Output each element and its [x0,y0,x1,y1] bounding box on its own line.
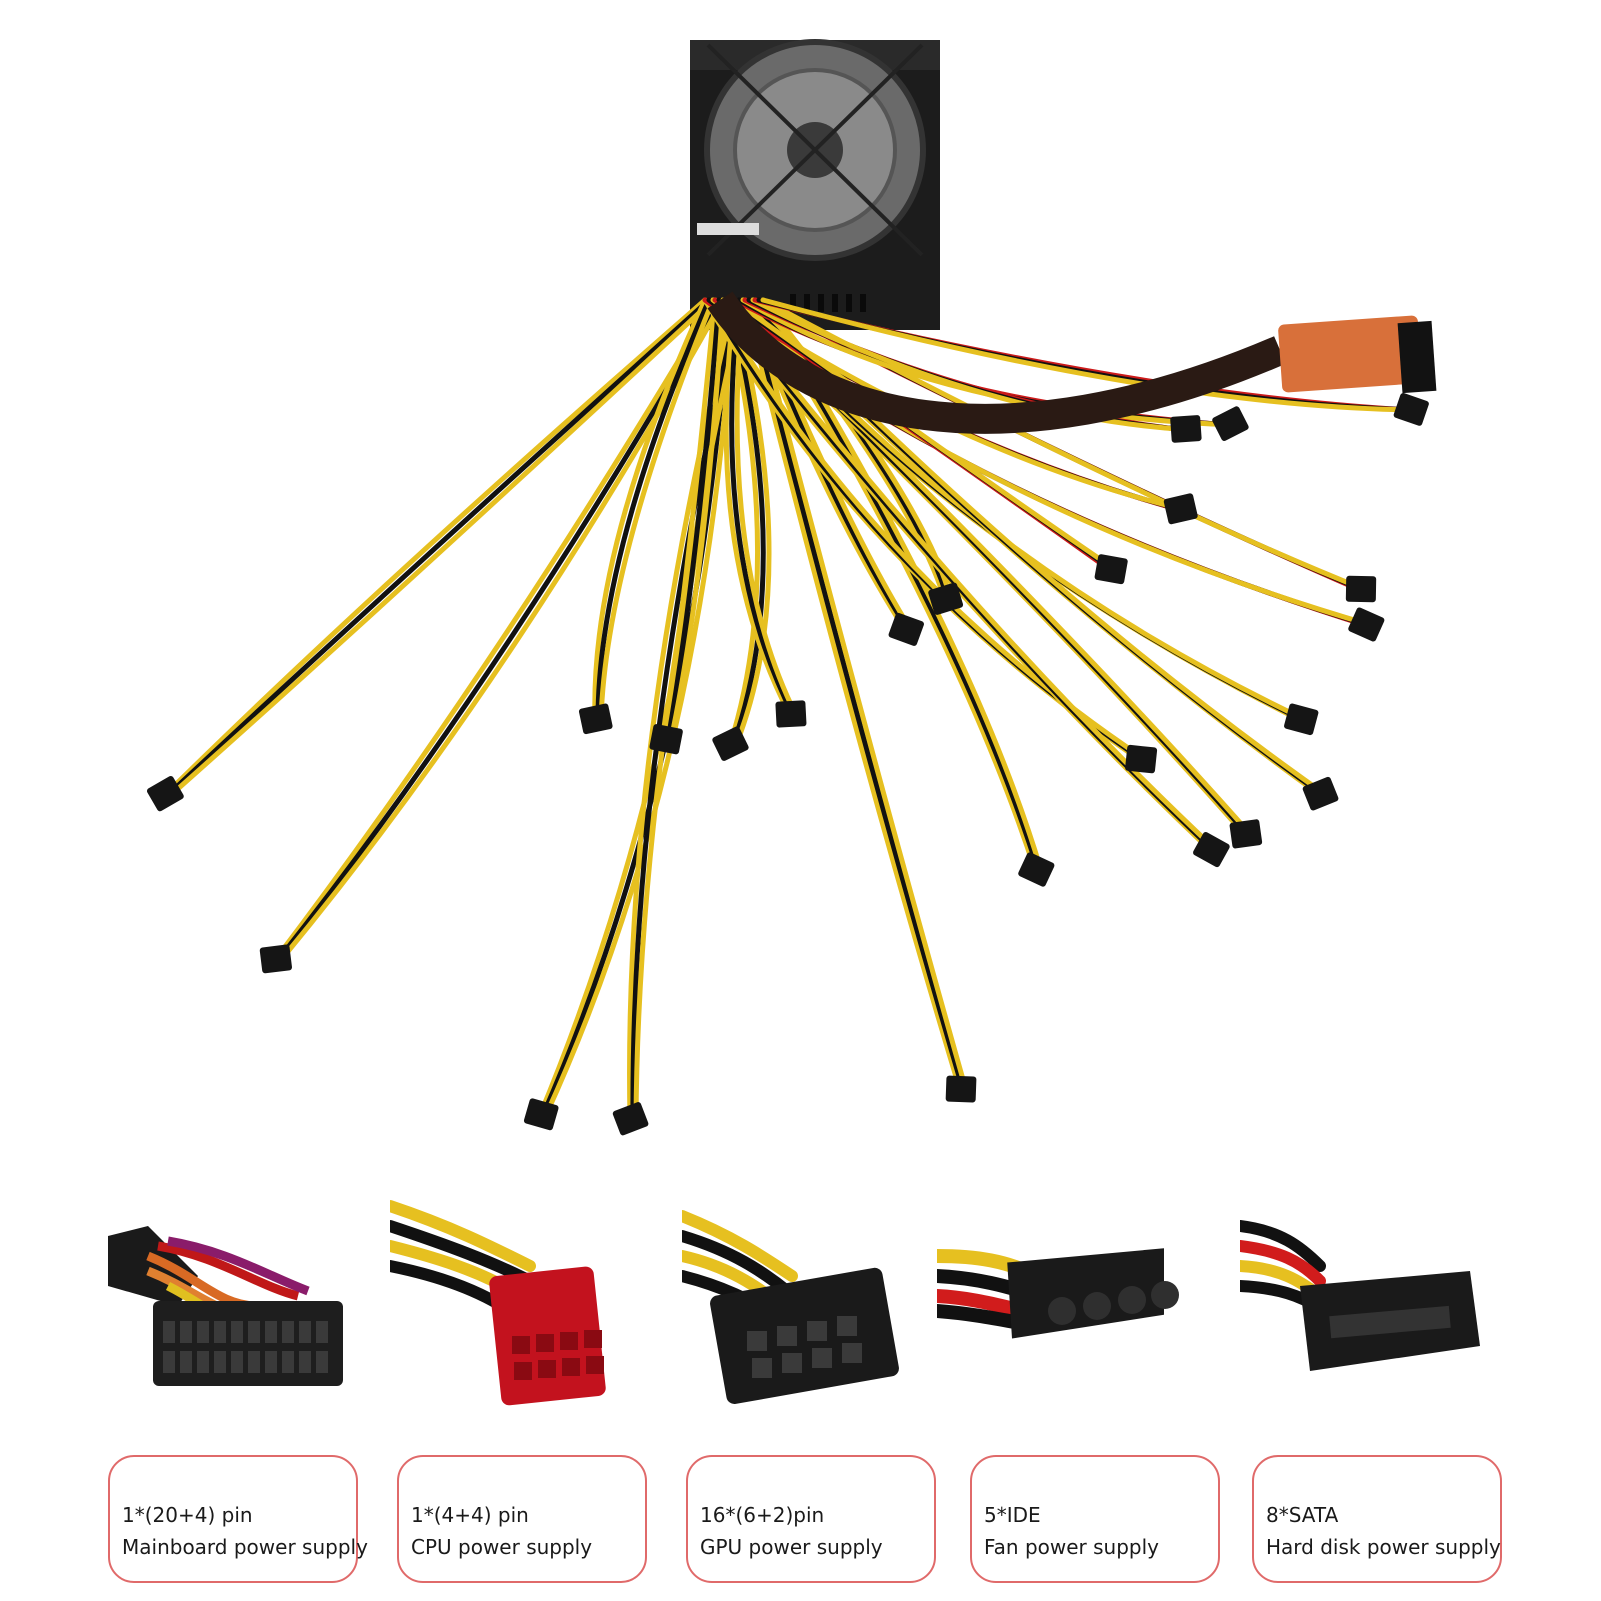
spec-count: 16*(6+2)pin [700,1503,825,1527]
spec-description: Mainboard power supply [122,1535,368,1559]
spec-description: GPU power supply [700,1535,883,1559]
spec-description: CPU power supply [411,1535,593,1559]
spec-card-sata: 8*SATA Hard disk power supply [1252,1455,1502,1583]
spec-count: 5*IDE [984,1503,1041,1527]
spec-card-ide: 5*IDE Fan power supply [970,1455,1220,1583]
atx-24pin-connector-icon [108,1196,358,1426]
psu-unit [690,39,940,330]
molex-ide-connector-icon [937,1196,1187,1426]
spec-card-cpu: 1*(4+4) pin CPU power supply [397,1455,647,1583]
spec-description: Fan power supply [984,1535,1160,1559]
psu-product-photo [146,39,1437,1136]
pcie-8pin-connector-icon [682,1196,932,1426]
spec-count: 1*(20+4) pin [122,1503,253,1527]
cpu-8pin-connector-icon [390,1196,640,1426]
spec-card-mainboard: 1*(20+4) pin Mainboard power supply [108,1455,368,1583]
spec-description: Hard disk power supply [1266,1535,1501,1559]
spec-card-gpu: 16*(6+2)pin GPU power supply [686,1455,936,1583]
spec-count: 8*SATA [1266,1503,1339,1527]
sata-connector-icon [1240,1196,1490,1426]
spec-count: 1*(4+4) pin [411,1503,529,1527]
